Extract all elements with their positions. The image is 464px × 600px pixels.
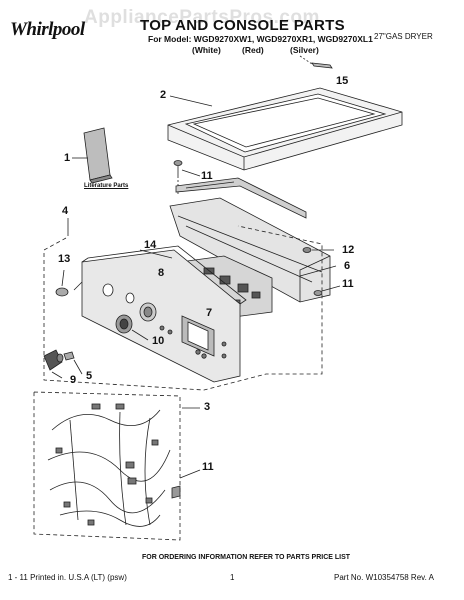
color-white-label: (White) [192,45,221,55]
callout-1: 1 [64,152,71,164]
part-3-wire-harness [33,391,200,541]
callout-2: 2 [160,89,167,101]
callout-15: 15 [336,75,349,87]
part-15-top-screw [299,55,333,69]
console-support-bracket [175,177,307,219]
callout-11-right: 11 [342,278,354,290]
literature-parts-label: Literature Parts [84,183,129,189]
brand-logo: Whirlpool [10,19,85,40]
callout-7: 7 [206,307,213,319]
callout-6: 6 [344,260,351,272]
part-13-selector-ring [55,269,69,297]
product-type-label: 27"GAS DRYER [374,32,433,41]
model-line: For Model: WGD9270XW1, WGD9270XR1, WGD92… [148,34,373,44]
console-front-panel [81,245,247,383]
callout-13: 13 [58,253,71,265]
callout-12: 12 [342,244,355,256]
page-number: 1 [230,573,235,582]
watermark-text: AppliancePartsPros.com [84,7,320,28]
part-2-top-panel [167,87,403,171]
callout-11-lower: 11 [202,461,214,473]
color-silver-label: (Silver) [290,45,319,55]
part-4-console-assembly [43,218,323,391]
ordering-info-text: FOR ORDERING INFORMATION REFER TO PARTS … [142,554,351,561]
part-1-literature [83,127,113,184]
part-11-screw-right [313,285,341,296]
callout-8: 8 [158,267,165,279]
page-title: TOP AND CONSOLE PARTS [140,17,345,34]
callout-4: 4 [62,205,69,217]
printed-info: 1 - 11 Printed in. U.S.A (LT) (psw) [8,573,127,582]
callout-3: 3 [204,401,211,413]
part-9-cycle-knob [43,349,64,379]
part-12-screw [302,247,334,253]
part-5-clip [63,351,83,375]
callout-14: 14 [144,239,157,251]
callout-5: 5 [86,370,93,382]
part-11-screw-lower [171,469,201,499]
part-10-encoder [115,314,149,341]
callout-10: 10 [152,335,165,347]
callout-9: 9 [70,374,77,386]
color-red-label: (Red) [242,45,264,55]
callout-leader-lines [72,95,337,291]
callout-11-upper: 11 [201,170,213,182]
part-6-console-back [169,197,331,303]
part-number: Part No. W10354758 Rev. A [334,573,434,582]
